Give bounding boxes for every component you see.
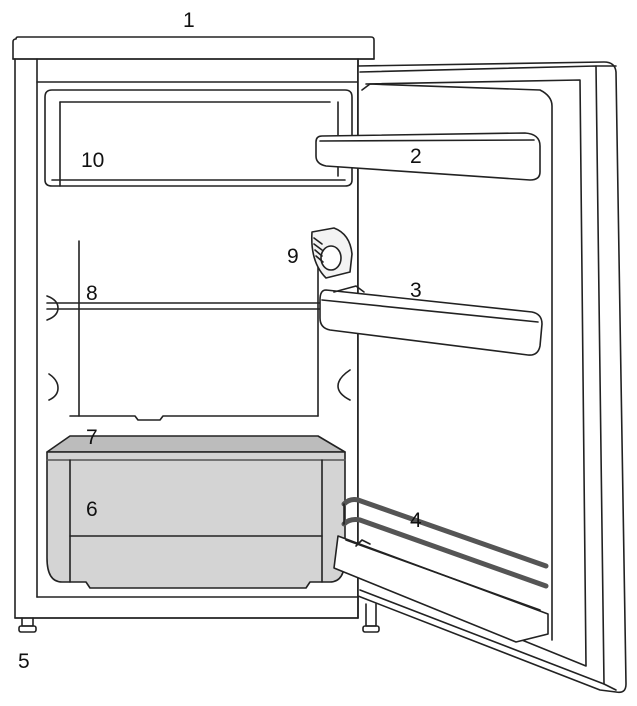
label-crisper-cover: 7 (86, 426, 98, 449)
interior-walls (46, 240, 351, 421)
label-glass-shelf: 8 (86, 282, 98, 305)
label-door-shelf-middle: 3 (410, 279, 422, 302)
glass-shelf (46, 302, 351, 310)
thermostat-knob (310, 227, 353, 279)
label-crisper-drawer: 6 (86, 498, 98, 521)
label-thermostat-knob: 9 (287, 245, 299, 268)
label-door-shelf-upper: 2 (410, 145, 422, 168)
label-freezer-compartment: 10 (81, 149, 105, 172)
top-cover (12, 36, 375, 60)
bottle-shelf (333, 497, 549, 643)
label-bottle-shelf: 4 (410, 509, 422, 532)
door-shelf-middle (319, 285, 543, 356)
adjustable-feet (18, 603, 380, 633)
door-shelf-upper (315, 132, 541, 181)
door (357, 61, 627, 694)
label-top-cover: 1 (183, 9, 195, 32)
label-adjustable-feet: 5 (18, 650, 30, 673)
